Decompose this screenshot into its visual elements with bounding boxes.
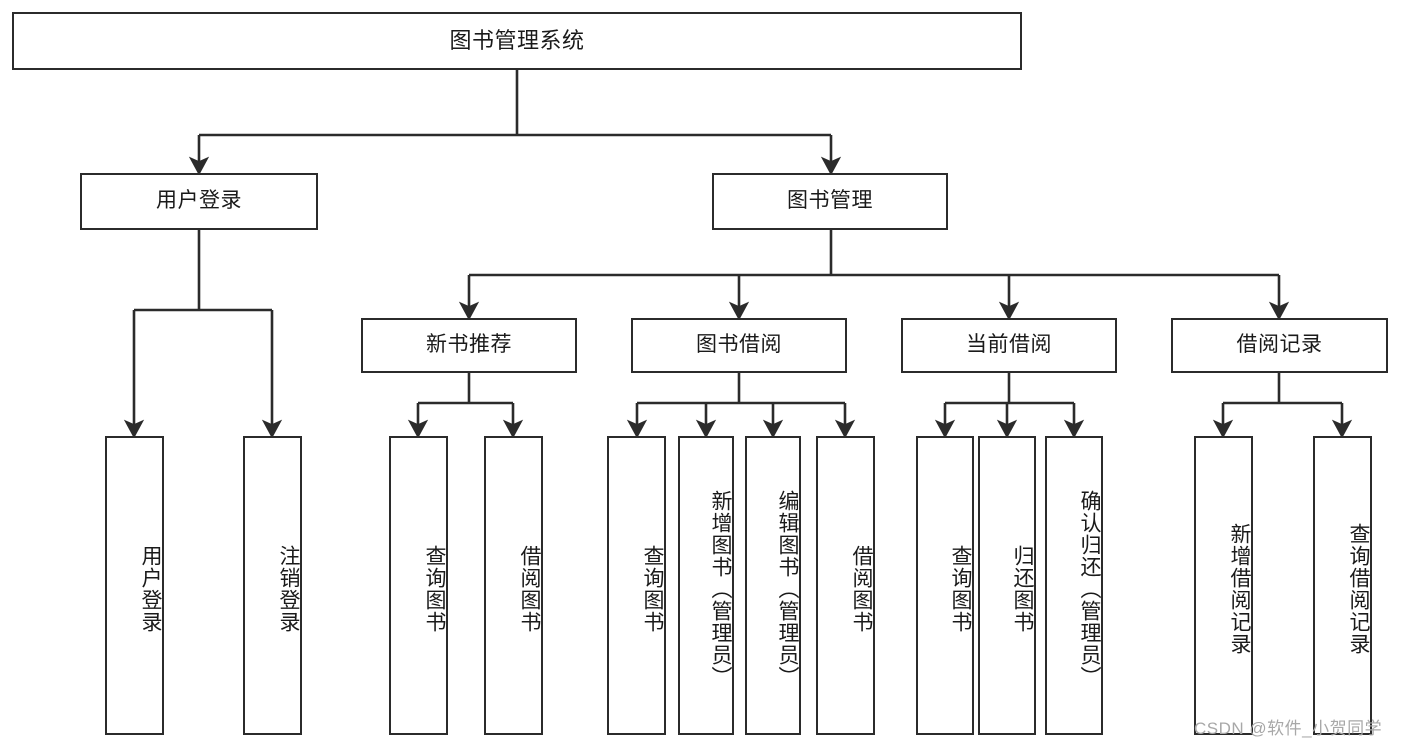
leaf-edit-book-admin[interactable]: 编辑图书（管理员） (745, 436, 801, 735)
node-new-book-recommend[interactable]: 新书推荐 (361, 318, 577, 373)
node-book-borrow[interactable]: 图书借阅 (631, 318, 847, 373)
leaf-borrow-book-borrow[interactable]: 借阅图书 (816, 436, 875, 735)
node-user-login[interactable]: 用户登录 (80, 173, 318, 230)
leaf-user-login[interactable]: 用户登录 (105, 436, 164, 735)
leaf-add-book-admin[interactable]: 新增图书（管理员） (678, 436, 734, 735)
node-book-management[interactable]: 图书管理 (712, 173, 948, 230)
node-root-system[interactable]: 图书管理系统 (12, 12, 1022, 70)
leaf-add-borrow-record[interactable]: 新增借阅记录 (1194, 436, 1253, 735)
leaf-borrow-book-recommend[interactable]: 借阅图书 (484, 436, 543, 735)
node-borrow-record[interactable]: 借阅记录 (1171, 318, 1388, 373)
csdn-watermark: CSDN @软件_小贺同学 (1194, 719, 1383, 738)
leaf-query-book-current[interactable]: 查询图书 (916, 436, 974, 735)
leaf-query-book-recommend[interactable]: 查询图书 (389, 436, 448, 735)
leaf-query-book-borrow[interactable]: 查询图书 (607, 436, 666, 735)
leaf-logout-login[interactable]: 注销登录 (243, 436, 302, 735)
node-current-borrow[interactable]: 当前借阅 (901, 318, 1117, 373)
leaf-return-book[interactable]: 归还图书 (978, 436, 1036, 735)
leaf-query-borrow-record[interactable]: 查询借阅记录 (1313, 436, 1372, 735)
leaf-confirm-return-admin[interactable]: 确认归还（管理员） (1045, 436, 1103, 735)
